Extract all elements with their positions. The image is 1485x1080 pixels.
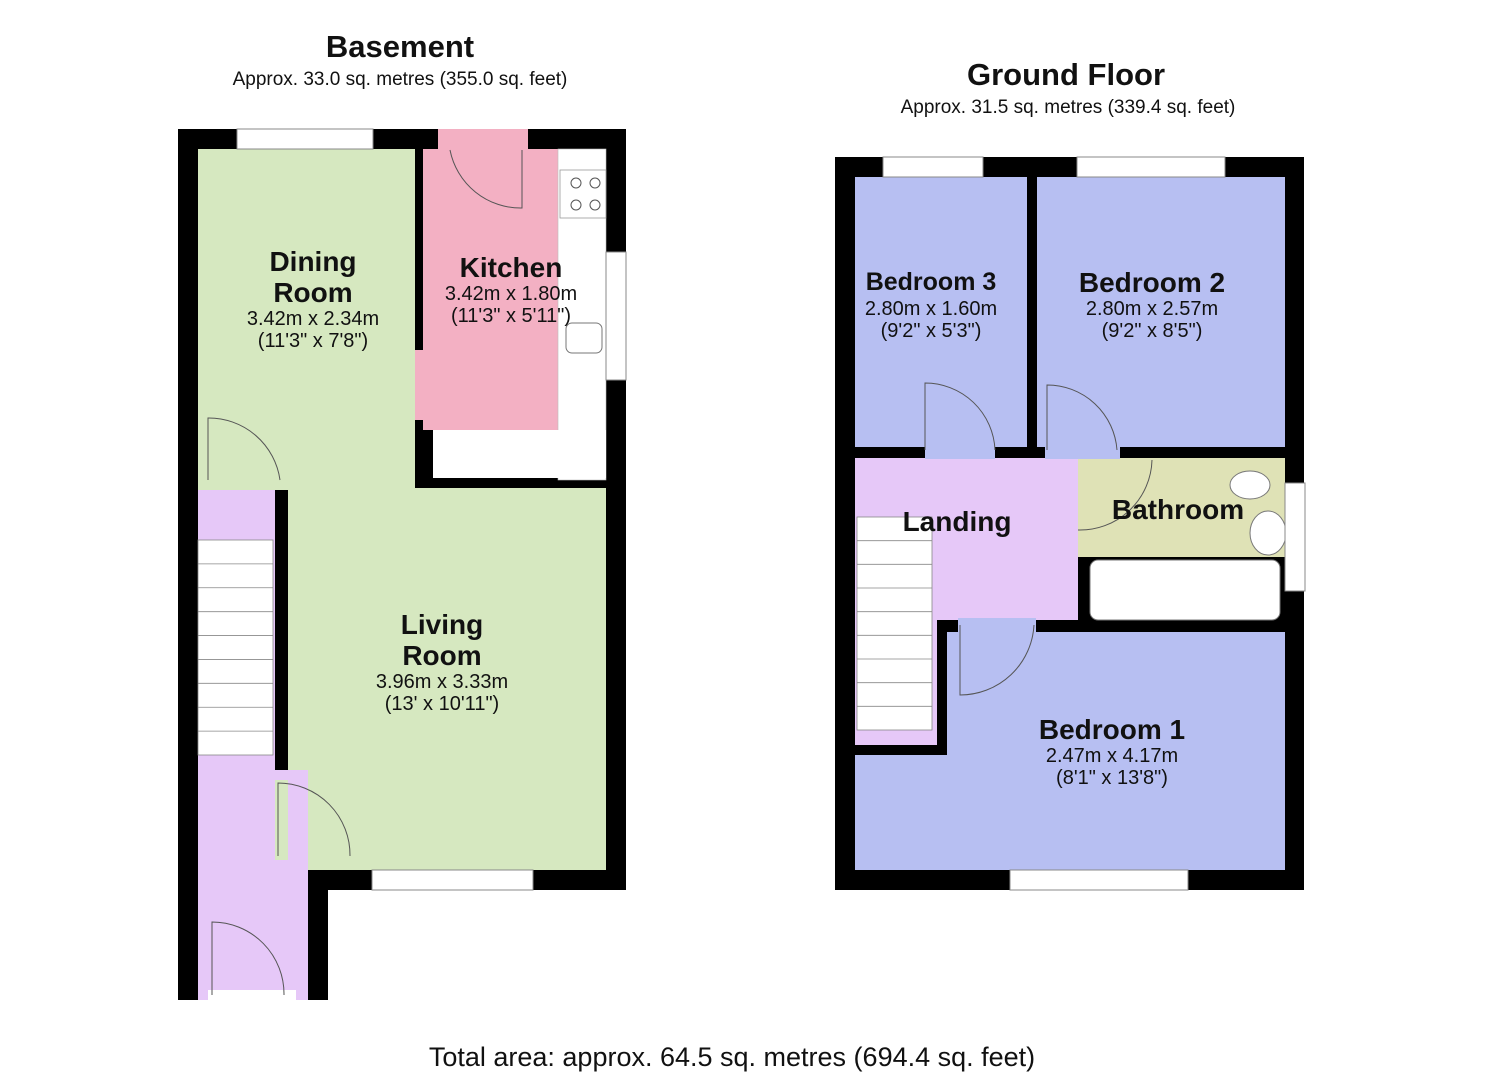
living-room: [288, 488, 606, 870]
kitchen-utility: [433, 430, 606, 478]
window: [371, 869, 534, 891]
stairs: [197, 539, 274, 756]
front-door-gap: [208, 990, 296, 1002]
window: [236, 128, 374, 150]
door-swing: [207, 417, 281, 481]
ground-floor-title: Ground Floor: [966, 57, 1166, 92]
window: [1009, 869, 1189, 891]
bath-tub-icon: [1089, 559, 1281, 621]
room-label-bathroom: Bathroom: [1111, 494, 1245, 525]
room-label-dining: Dining Room 3.42m x 2.34m (11'3" x 7'8"): [246, 246, 380, 352]
toilet-icon: [1229, 470, 1271, 500]
bedroom-1-lower: [855, 755, 955, 870]
window: [1284, 482, 1306, 592]
door-swing: [211, 921, 285, 996]
entrance-hall: [198, 770, 308, 1000]
bedroom-2: [1037, 177, 1285, 447]
kitchen: [423, 149, 558, 430]
door-swing: [1077, 459, 1153, 531]
dining-room: [198, 149, 415, 490]
ground-floor-plan: [835, 156, 1306, 891]
dining-living-opening: [288, 478, 415, 490]
window: [882, 156, 984, 178]
door-swing: [449, 149, 523, 209]
window: [605, 251, 627, 381]
kitchen-wall-gap: [415, 350, 433, 420]
hob-icon: [559, 169, 607, 219]
stairs: [856, 516, 933, 731]
door-swing: [277, 782, 351, 857]
basement-area: Approx. 33.0 sq. metres (355.0 sq. feet): [232, 69, 568, 90]
bedroom-3: [855, 177, 1027, 447]
door-swing: [1046, 384, 1118, 451]
basement-title: Basement: [325, 29, 475, 64]
room-label-kitchen: Kitchen 3.42m x 1.80m (11'3" x 5'11"): [444, 252, 578, 327]
room-label-bedroom-3: Bedroom 3 2.80m x 1.60m (9'2" x 5'3"): [864, 268, 998, 342]
living-door-gap: [275, 780, 288, 860]
basin-icon: [1249, 510, 1287, 556]
bedroom-1: [947, 632, 1285, 870]
room-label-landing: Landing: [902, 506, 1012, 537]
total-area: Total area: approx. 64.5 sq. metres (694…: [428, 1042, 1036, 1072]
room-label-bedroom-1: Bedroom 1 2.47m x 4.17m (8'1" x 13'8"): [1038, 714, 1186, 789]
sink-icon: [565, 322, 603, 354]
room-label-bedroom-2: Bedroom 2 2.80m x 2.57m (9'2" x 8'5"): [1078, 267, 1226, 342]
door-swing: [959, 624, 1035, 696]
window: [1076, 156, 1226, 178]
ground-floor-area: Approx. 31.5 sq. metres (339.4 sq. feet): [900, 97, 1236, 118]
back-door-gap: [438, 129, 528, 149]
room-label-living: Living Room 3.96m x 3.33m (13' x 10'11"): [375, 609, 509, 715]
door-swing: [924, 382, 996, 451]
basement-plan: [178, 128, 627, 1002]
